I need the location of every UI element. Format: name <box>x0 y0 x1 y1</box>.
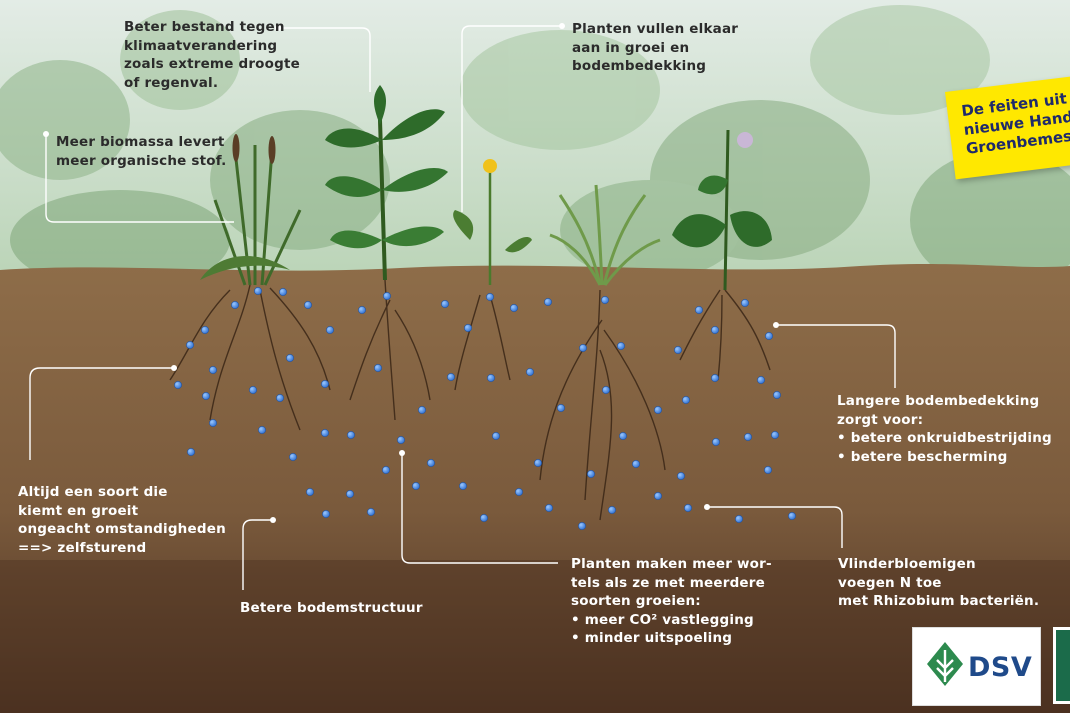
leader-lines <box>29 25 896 590</box>
plant-flower <box>453 159 532 285</box>
soil <box>0 264 1070 713</box>
water-dots <box>174 287 796 530</box>
soil-dark-band <box>0 560 1070 713</box>
plant-broadleaf <box>325 85 448 281</box>
partner-logo <box>1053 627 1070 704</box>
label-roots: Planten maken meer wor-tels als ze met m… <box>571 556 772 646</box>
roots <box>169 279 771 521</box>
dsv-logo-text: DSV <box>968 652 1033 683</box>
plant-grasses <box>200 134 302 286</box>
label-structure: Betere bodemstructuur <box>240 600 423 616</box>
plant-pea <box>672 129 772 291</box>
leader-endpoints <box>43 23 779 523</box>
background-foliage <box>0 5 1070 290</box>
plant-grass-tuft <box>549 184 661 286</box>
